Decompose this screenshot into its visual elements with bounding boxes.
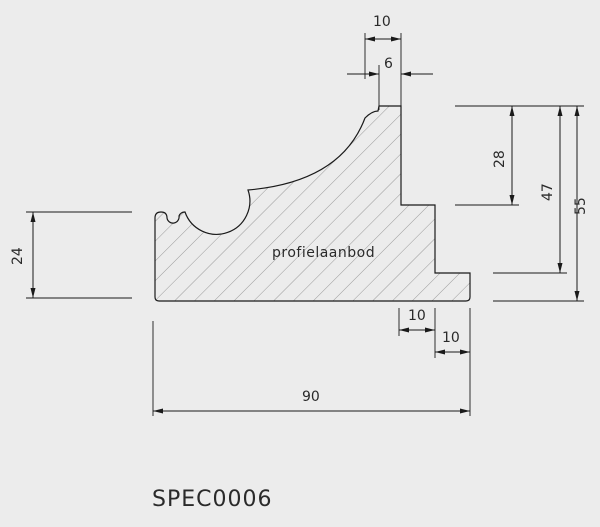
dimension-top-6-label: 6	[384, 56, 393, 72]
dimension-bottom-90-label: 90	[302, 389, 320, 405]
dimension-bottom-10-a-label: 10	[408, 308, 426, 324]
profile-code: SPEC0006	[152, 487, 272, 512]
dimension-bottom-10-a: 10	[399, 308, 435, 333]
dimension-top-10-label: 10	[373, 14, 391, 30]
dimension-top-10: 10	[364, 14, 402, 108]
dimension-left-24: 24	[10, 211, 132, 299]
watermark-text: profielaanbod	[272, 245, 375, 261]
dimension-right-47: 47	[540, 106, 563, 273]
dimension-left-24-label: 24	[10, 247, 26, 265]
dimension-right-28: 28	[492, 106, 515, 205]
dimension-right-28-label: 28	[492, 150, 508, 168]
dimension-bottom-10-b: 10	[435, 330, 470, 355]
dimension-bottom-90: 90	[153, 389, 470, 414]
dimension-top-6: 6	[347, 56, 433, 110]
dimension-bottom-10-b-label: 10	[442, 330, 460, 346]
dimension-right-47-label: 47	[540, 183, 556, 201]
dimension-right-55: 55	[573, 106, 589, 301]
profile-shape	[154, 105, 471, 302]
dimension-right-55-label: 55	[573, 197, 589, 215]
